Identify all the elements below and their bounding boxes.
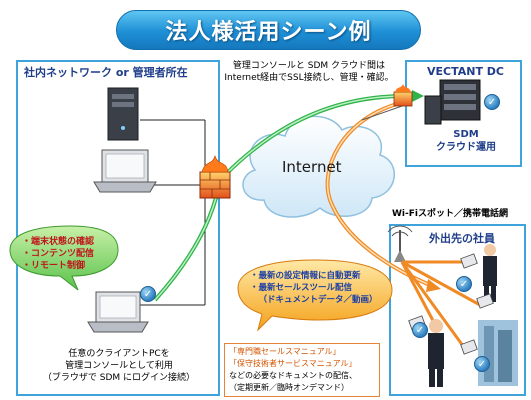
top-note-line-1: 管理コンソールと SDM クラウド間は <box>232 61 386 71</box>
check-badge-client: ✓ <box>140 286 156 302</box>
dc-server-icon <box>424 79 481 125</box>
note-line-3: などの必要なドキュメントの配信、 <box>229 371 357 380</box>
top-note-line-2: Internet経由でSSL接続し、管理・確認。 <box>224 73 394 83</box>
status-bubble-shape <box>9 225 119 291</box>
check-badge-remote-1: ✓ <box>456 276 472 292</box>
remote-panel-title: 外出先の社員 <box>429 232 495 245</box>
server-tower-icon <box>107 87 139 141</box>
dc-firewall-icon <box>393 84 413 107</box>
businessman-icon-2 <box>428 319 444 387</box>
note-line-2: 「保守技術者サービスマニュアル」 <box>229 359 357 368</box>
sales-line-2: ・最新セールスツール配信 <box>250 283 353 293</box>
sales-bubble: ・最新の設定情報に自動更新 ・最新セールスツール配信 （ドキュメントデータ／動画… <box>250 270 386 306</box>
client-caption: 任意のクライアントPCを 管理コンソールとして利用 （ブラウザで SDM にログ… <box>24 348 214 384</box>
building-photo <box>478 320 518 386</box>
internal-panel-title: 社内ネットワーク or 管理者所在 <box>24 66 188 79</box>
dc-label-line-2: クラウド運用 <box>436 142 496 153</box>
dc-uplink <box>361 104 406 121</box>
lan-lines <box>140 119 206 306</box>
laptop-icon-1 <box>93 149 157 193</box>
firewall-icon <box>199 154 231 199</box>
sales-bubble-shape <box>237 259 393 332</box>
dc-label: SDM クラウド運用 <box>420 128 512 154</box>
document-delivery-note: 「専門職セールスマニュアル」 「保守技術者サービスマニュアル」 などの必要なドキ… <box>224 343 380 397</box>
note-line-1: 「専門職セールスマニュアル」 <box>229 347 341 356</box>
laptop-icon-2 <box>87 291 149 333</box>
orange-link <box>325 101 441 292</box>
bubble-line-1: ・端末状態の確認 <box>22 237 95 247</box>
remote-links <box>400 260 481 351</box>
internet-label: Internet <box>282 158 342 176</box>
sales-line-1: ・最新の設定情報に自動更新 <box>250 271 361 281</box>
sales-line-3: （ドキュメントデータ／動画） <box>258 295 378 305</box>
wifi-label: Wi-Fiスポット／携帯電話網 <box>392 209 508 219</box>
check-badge-remote-2: ✓ <box>412 322 428 338</box>
dc-label-line-1: SDM <box>453 129 479 140</box>
check-badge-remote-3: ✓ <box>474 356 490 372</box>
caption-line-3: （ブラウザで SDM にログイン接続） <box>42 373 196 383</box>
top-note: 管理コンソールと SDM クラウド間は Internet経由でSSL接続し、管理… <box>220 60 398 84</box>
dc-panel-title: VECTANT DC <box>427 65 505 78</box>
businessman-icon-1 <box>483 244 497 302</box>
caption-line-2: 管理コンソールとして利用 <box>65 361 173 371</box>
remote-employee-panel: 外出先の社員 <box>389 224 526 396</box>
status-bubble: ・端末状態の確認 ・コンテンツ配信 ・リモート制御 <box>22 236 114 272</box>
check-badge-dc: ✓ <box>484 94 500 110</box>
note-line-4: （定期更新／臨時オンデマンド） <box>229 383 349 392</box>
wifi-antenna-icon <box>387 225 413 262</box>
bubble-line-2: ・コンテンツ配信 <box>22 249 95 259</box>
page-title: 法人様活用シーン例 <box>116 10 421 50</box>
bubble-line-3: ・リモート制御 <box>22 261 86 271</box>
internet-cloud <box>242 115 395 218</box>
caption-line-1: 任意のクライアントPCを <box>68 349 170 359</box>
